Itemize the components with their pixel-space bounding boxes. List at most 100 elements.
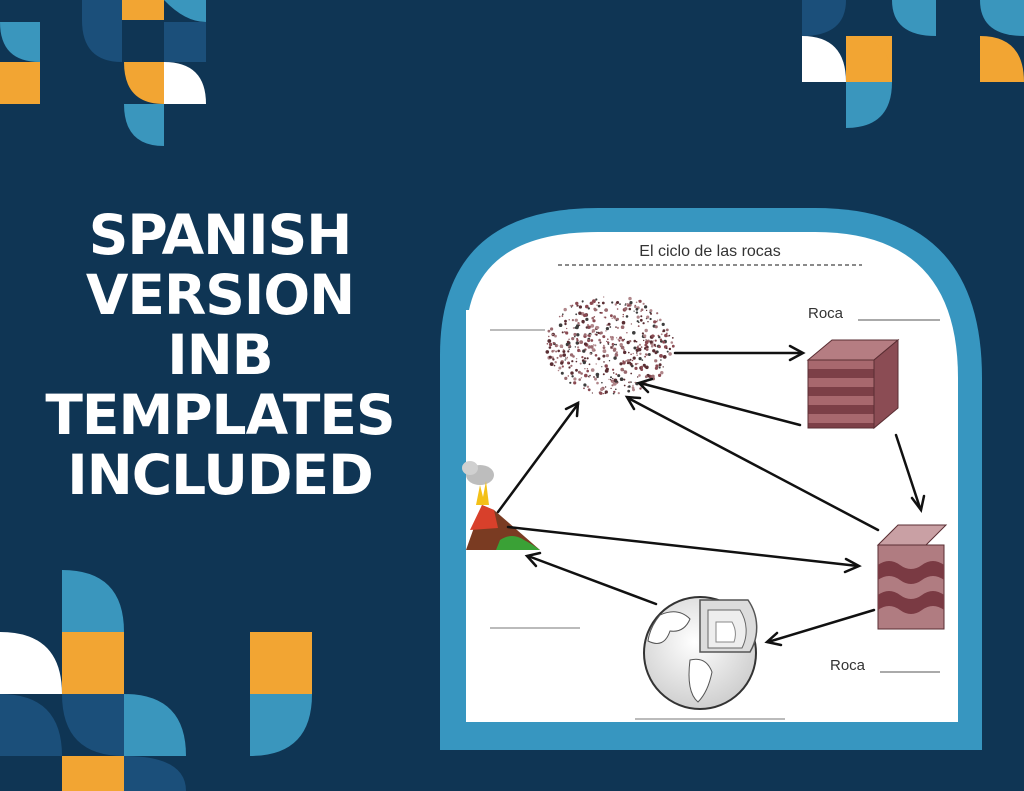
sediment-grain <box>585 304 589 309</box>
sediment-grain <box>579 340 584 344</box>
arrow-sedimentary-to-sediment <box>638 381 802 427</box>
sediment-grain <box>575 301 579 306</box>
sediment-grain <box>644 343 648 347</box>
sediment-grain <box>668 334 671 337</box>
sediment-grain <box>557 369 560 372</box>
sediment-grain <box>584 373 588 378</box>
arrow-metamorphic-to-earth <box>766 608 876 644</box>
sediment-grain <box>566 340 570 344</box>
sediment-grain <box>571 375 574 378</box>
sediment-grain <box>611 384 614 387</box>
sediment-grain <box>581 356 584 359</box>
sediment-grain <box>627 389 631 393</box>
sediment-grain <box>654 339 657 342</box>
sediment-grain <box>626 303 629 306</box>
sediment-grain <box>610 387 612 390</box>
sediment-grain <box>588 363 591 366</box>
sediment-grain <box>671 337 674 339</box>
sediment-grain <box>574 346 577 348</box>
sediment-grain <box>641 359 644 361</box>
sediment-grain <box>602 393 605 395</box>
sediment-grain <box>613 315 616 319</box>
sediment-grain <box>552 358 555 361</box>
sediment-grain <box>659 318 662 322</box>
sediment-grain <box>578 305 583 309</box>
sediment-grain <box>596 381 599 385</box>
sediment-grain <box>622 361 626 365</box>
sediment-grain <box>602 346 606 349</box>
sediment-grain <box>605 354 610 358</box>
sediment-grain <box>636 315 640 319</box>
sediment-grain <box>564 322 567 326</box>
sediment-grain <box>665 328 669 332</box>
sediment-grain <box>615 380 618 383</box>
sediment-grain <box>662 355 667 359</box>
sediment-grain <box>563 307 567 312</box>
sediment-grain <box>659 338 663 341</box>
decor-bottom-left <box>0 570 312 791</box>
sediment-grain <box>568 319 570 321</box>
sediment-grain <box>607 322 611 326</box>
sediment-grain <box>613 390 616 394</box>
sediment-grain <box>656 312 659 315</box>
sediment-grain <box>594 354 598 357</box>
sediment-grain <box>615 351 618 354</box>
sediment-grain <box>615 326 617 328</box>
sediment-grain <box>599 342 602 344</box>
sediment-grain <box>604 369 609 373</box>
sediment-grain <box>656 319 659 321</box>
sediment-grain <box>634 381 637 384</box>
sediment-grain <box>595 333 598 336</box>
sediment-grain <box>612 345 614 347</box>
sediment-grain <box>575 358 578 360</box>
sediment-grain <box>604 386 607 388</box>
sediment-grain <box>632 388 635 392</box>
sediment-grain <box>593 376 595 378</box>
sediment-grain <box>630 372 633 375</box>
sediment-grain <box>623 348 626 351</box>
sediment-grain <box>579 350 582 352</box>
sediment-grain <box>614 353 619 357</box>
sedimentary-rock-icon <box>806 338 900 430</box>
sediment-grain <box>635 301 638 304</box>
sediment-grain <box>602 354 606 358</box>
sediment-grain <box>612 377 614 380</box>
sediment-grain <box>670 341 674 344</box>
sediment-grain <box>607 343 610 345</box>
sediment-grain <box>658 366 661 369</box>
sediment-grain <box>637 362 639 365</box>
sediment-grain <box>589 374 591 377</box>
sediment-grain <box>609 379 612 381</box>
sediment-grain <box>633 310 635 312</box>
sediment-grain <box>628 307 632 311</box>
sediment-grain <box>620 367 624 372</box>
headline-line-2: VERSION <box>85 263 355 327</box>
sediment-grain <box>644 355 646 358</box>
sediment-grain <box>567 375 569 377</box>
sediment-grain <box>668 352 672 356</box>
sediment-grain <box>613 356 617 360</box>
sediment-grain <box>564 319 567 323</box>
sediment-grain <box>658 373 662 377</box>
sediment-grain <box>597 357 601 361</box>
sediment-grain <box>591 316 594 320</box>
sediment-grain <box>588 339 590 341</box>
sediment-grain <box>595 325 599 330</box>
sediment-grain <box>573 332 577 337</box>
sediment-grain <box>592 319 596 323</box>
sediment-grain <box>626 332 628 334</box>
sediment-grain <box>633 339 637 343</box>
sediment-grain <box>616 382 618 385</box>
sediment-grain <box>565 331 569 335</box>
sediment-grain <box>635 348 639 352</box>
sediment-grain <box>582 349 586 353</box>
sediment-grain <box>639 352 642 355</box>
sediment-grain <box>646 315 650 319</box>
sediment-grain <box>550 327 554 331</box>
sediment-grain <box>634 362 638 366</box>
sediment-grain <box>666 332 668 335</box>
sediment-grain <box>644 353 648 356</box>
sediment-grain <box>570 364 573 367</box>
sediment-grain <box>615 373 618 376</box>
sediment-grain <box>632 331 636 335</box>
